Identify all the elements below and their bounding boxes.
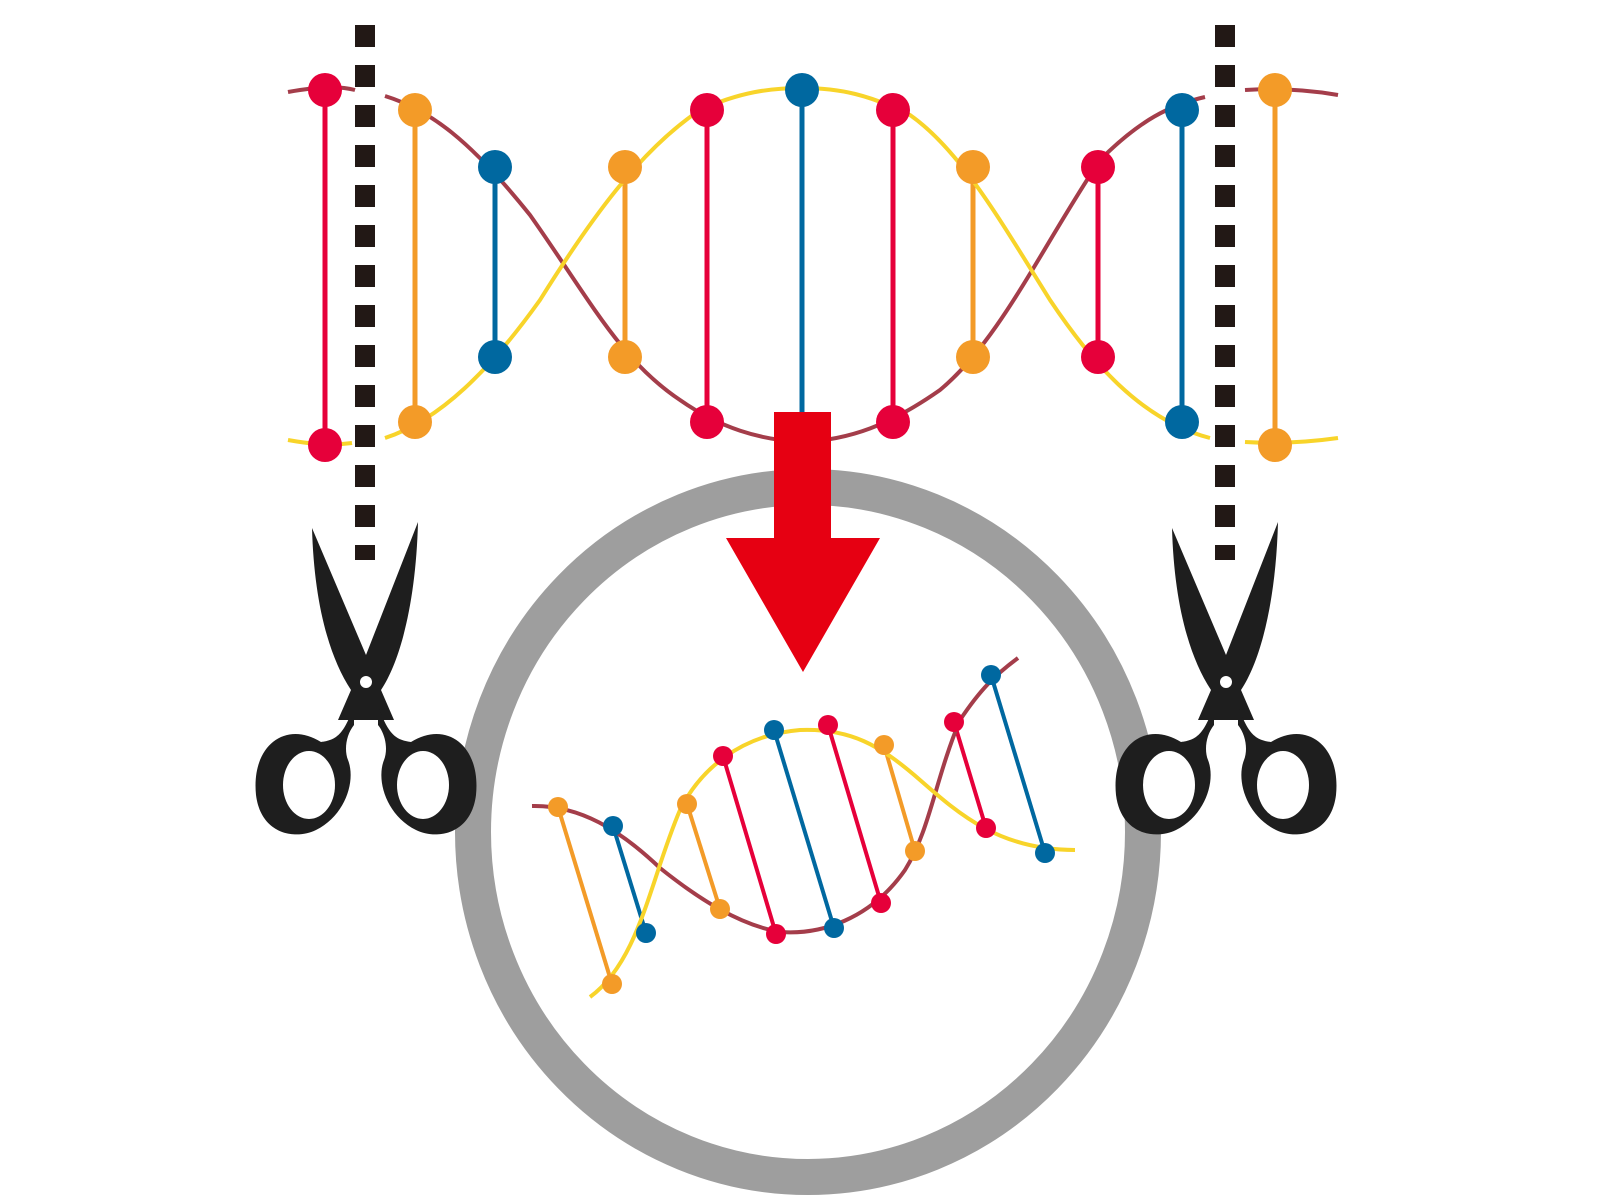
nucleotide-dot (478, 340, 512, 374)
base-pair-rung (989, 674, 1047, 854)
nucleotide-dot (308, 73, 342, 107)
nucleotide-dot (602, 974, 622, 994)
nucleotide-dot (824, 918, 844, 938)
upper-dna-helix (287, 73, 1339, 462)
nucleotide-dot (956, 150, 990, 184)
nucleotide-dot (818, 715, 838, 735)
nucleotide-dot (710, 899, 730, 919)
nucleotide-dot (976, 818, 996, 838)
scissors-finger-hole (1257, 751, 1309, 819)
base-pair-rung (882, 744, 917, 852)
nucleotide-dot (603, 816, 623, 836)
nucleotide-dot (478, 150, 512, 184)
nucleotide-dot (1081, 150, 1115, 184)
nucleotide-dot (608, 150, 642, 184)
upper-dna-nucleotides (308, 73, 1292, 462)
base-pair-rung (772, 729, 836, 929)
nucleotide-dot (1081, 340, 1115, 374)
nucleotide-dot (785, 73, 819, 107)
nucleotide-dot (876, 405, 910, 439)
nucleotide-dot (1035, 843, 1055, 863)
scissors-icon (1115, 522, 1337, 835)
nucleotide-dot (608, 340, 642, 374)
nucleotide-dot (713, 746, 733, 766)
scissors-finger-hole (397, 751, 449, 819)
dna-strand-dark (531, 656, 1020, 935)
base-pair-rung (556, 806, 614, 985)
nucleotide-dot (398, 93, 432, 127)
nucleotide-dot (874, 735, 894, 755)
nucleotide-dot (548, 797, 568, 817)
arrow-down-icon (726, 412, 880, 672)
inserted-dna-helix (531, 656, 1076, 999)
scissors-pivot (1220, 676, 1232, 688)
nucleotide-dot (1258, 73, 1292, 107)
upper-dna-rungs (322, 90, 1278, 445)
nucleotide-dot (766, 924, 786, 944)
nucleotide-dot (1258, 428, 1292, 462)
base-pair-rung (826, 724, 883, 904)
nucleotide-dot (876, 93, 910, 127)
inserted-dna-nucleotides (548, 665, 1055, 994)
nucleotide-dot (677, 794, 697, 814)
scissors-finger-hole (1143, 751, 1195, 819)
base-pair-rung (685, 803, 722, 910)
base-pair-rung (952, 721, 988, 829)
dna-strand-yellow (588, 727, 1076, 999)
scissors-icon (255, 522, 477, 835)
base-pair-rung (721, 755, 778, 935)
nucleotide-dot (636, 923, 656, 943)
nucleotide-dot (764, 720, 784, 740)
nucleotide-dot (1165, 405, 1199, 439)
nucleotide-dot (944, 712, 964, 732)
nucleotide-dot (981, 665, 1001, 685)
nucleotide-dot (690, 93, 724, 127)
nucleotide-dot (905, 841, 925, 861)
nucleotide-dot (871, 893, 891, 913)
nucleotide-dot (690, 405, 724, 439)
nucleotide-dot (308, 428, 342, 462)
scissors-pivot (360, 676, 372, 688)
scissors-finger-hole (283, 751, 335, 819)
nucleotide-dot (1165, 93, 1199, 127)
nucleotide-dot (398, 405, 432, 439)
inserted-dna-rungs (556, 674, 1047, 985)
nucleotide-dot (956, 340, 990, 374)
